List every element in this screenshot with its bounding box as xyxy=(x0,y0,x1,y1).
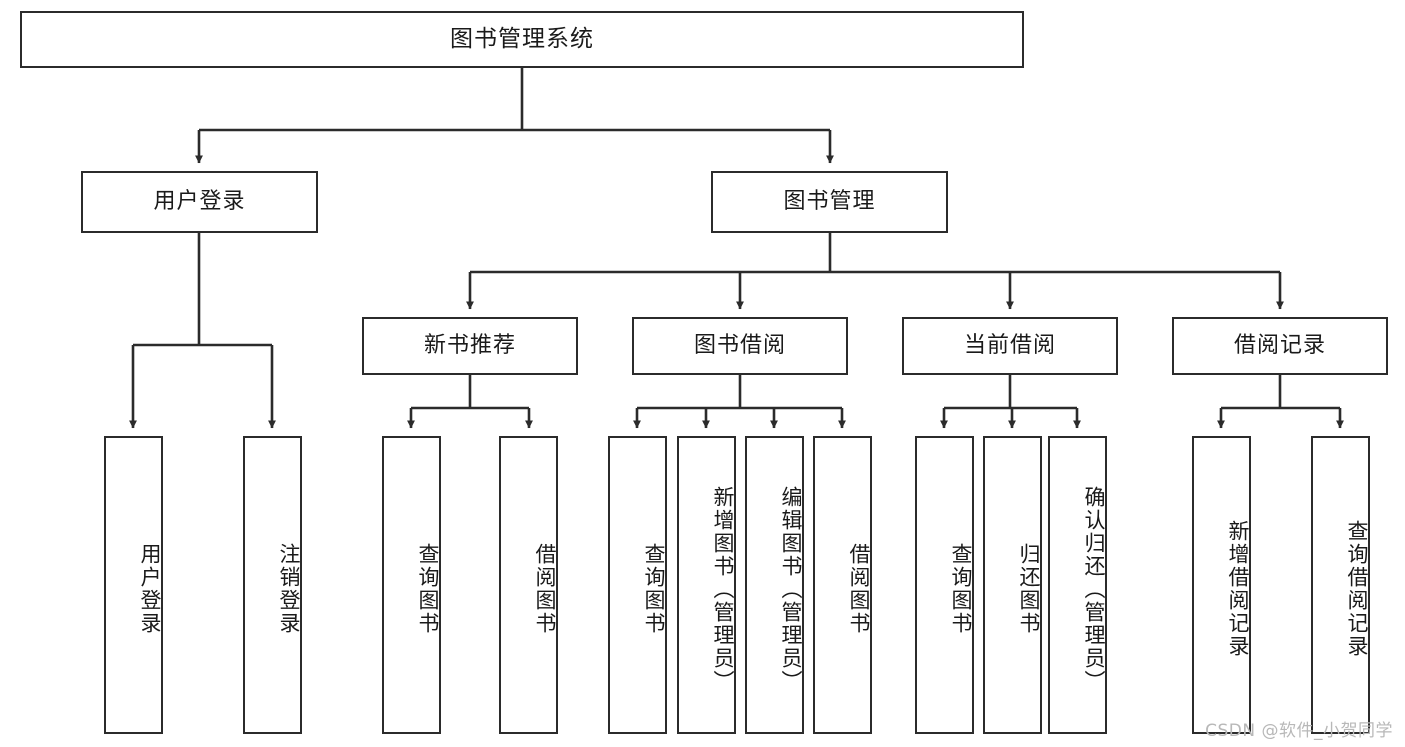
leaf-new-book-borrow-book[interactable]: 借阅图书 xyxy=(499,436,558,734)
node-label: 查询图书 xyxy=(949,543,973,635)
node-root-library-system[interactable]: 图书管理系统 xyxy=(20,11,1024,68)
node-label: 图书管理系统 xyxy=(450,25,594,52)
node-label: 当前借阅 xyxy=(963,332,1056,358)
leaf-current-borrow-return-book[interactable]: 归还图书 xyxy=(983,436,1042,734)
node-new-book-recommend[interactable]: 新书推荐 xyxy=(362,317,578,375)
node-book-management[interactable]: 图书管理 xyxy=(711,171,948,233)
leaf-book-borrow-query-book[interactable]: 查询图书 xyxy=(608,436,667,734)
node-label: 图书借阅 xyxy=(693,332,786,358)
node-label: 查询图书 xyxy=(642,543,666,635)
node-label: 新书推荐 xyxy=(423,332,516,358)
node-label: 图书管理 xyxy=(783,188,876,214)
node-label: 用户登录 xyxy=(153,188,246,214)
leaf-book-borrow-borrow-book[interactable]: 借阅图书 xyxy=(813,436,872,734)
leaf-book-borrow-add-book-admin[interactable]: 新增图书（管理员） xyxy=(677,436,736,734)
node-label: 新增借阅记录 xyxy=(1226,520,1250,658)
csdn-watermark: CSDN @软件_小贺同学 xyxy=(1205,721,1393,741)
node-user-login[interactable]: 用户登录 xyxy=(81,171,318,233)
leaf-current-borrow-query-book[interactable]: 查询图书 xyxy=(915,436,974,734)
node-label: 借阅图书 xyxy=(533,543,557,635)
node-borrow-record[interactable]: 借阅记录 xyxy=(1172,317,1388,375)
leaf-user-login-logout[interactable]: 注销登录 xyxy=(243,436,302,734)
node-label: 查询图书 xyxy=(416,543,440,635)
node-label: 查询借阅记录 xyxy=(1345,520,1369,658)
node-label: 归还图书 xyxy=(1017,543,1041,635)
node-label: 编辑图书（管理员） xyxy=(779,485,803,693)
leaf-new-book-query-book[interactable]: 查询图书 xyxy=(382,436,441,734)
leaf-current-borrow-confirm-return-admin[interactable]: 确认归还（管理员） xyxy=(1048,436,1107,734)
node-label: 新增图书（管理员） xyxy=(711,485,735,693)
leaf-borrow-record-query-record[interactable]: 查询借阅记录 xyxy=(1311,436,1370,734)
node-label: 确认归还（管理员） xyxy=(1082,485,1106,693)
node-label: 借阅图书 xyxy=(847,543,871,635)
node-book-borrow[interactable]: 图书借阅 xyxy=(632,317,848,375)
leaf-book-borrow-edit-book-admin[interactable]: 编辑图书（管理员） xyxy=(745,436,804,734)
leaf-borrow-record-add-record[interactable]: 新增借阅记录 xyxy=(1192,436,1251,734)
node-label: 借阅记录 xyxy=(1233,332,1326,358)
node-label: 注销登录 xyxy=(277,543,301,635)
node-current-borrow[interactable]: 当前借阅 xyxy=(902,317,1118,375)
leaf-user-login-login[interactable]: 用户登录 xyxy=(104,436,163,734)
node-label: 用户登录 xyxy=(138,543,162,635)
